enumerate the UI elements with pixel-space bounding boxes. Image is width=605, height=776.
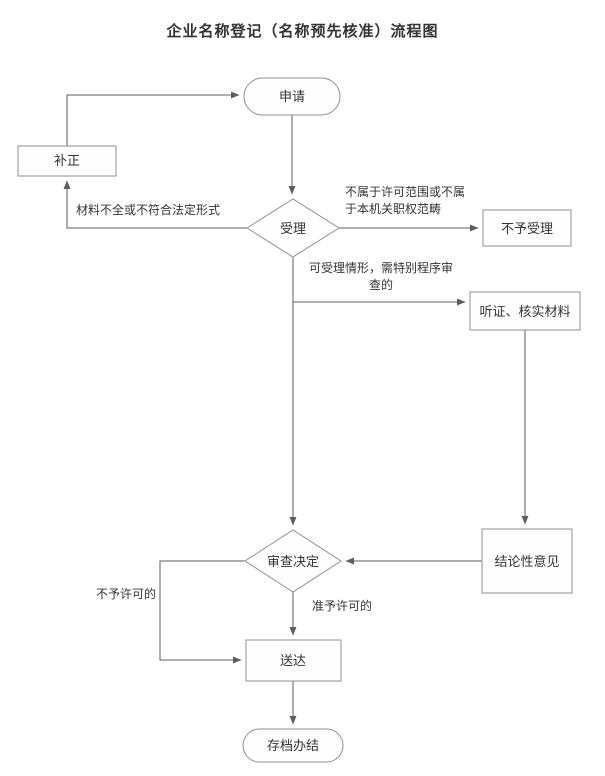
node-review-shape [244,529,342,593]
edge-acceptance-to-correction [63,180,247,229]
node-acceptance: 受理 [246,198,340,258]
edge-review-to-delivery-rejected [159,560,245,664]
label-not-permitted: 不予许可的 [96,586,156,601]
label-out-of-scope-line1: 不属于许可范围或不属 [345,185,465,199]
node-apply: 申请 [243,77,341,116]
node-hearing-shape [469,291,581,331]
node-archive-shape [242,728,344,763]
edge-labels-layer: 材料不全或不符合法定形式 不属于许可范围或不属 于本机关职权范畴 可受理情形，需… [76,185,465,613]
label-materials-incomplete: 材料不全或不符合法定形式 [76,202,220,217]
node-reject: 不予受理 [482,209,572,247]
node-acceptance-label: 受理 [280,222,306,237]
node-apply-shape [243,77,341,116]
node-archive: 存档办结 [242,728,344,763]
node-delivery: 送达 [245,639,342,682]
node-reject-shape [482,209,572,247]
nodes-layer: 申请 补正 受理 不予受理 听证、核实材料 审查决定 [17,77,581,763]
node-correction: 补正 [17,145,117,177]
node-conclusion: 结论性意见 [481,528,573,594]
label-special-review-line1: 可受理情形，需特别程序审 [309,260,453,275]
edges-layer [63,91,529,725]
node-review: 审查决定 [244,529,342,593]
label-special-review-line2: 查的 [369,277,393,292]
node-apply-label: 申请 [279,90,305,105]
node-hearing: 听证、核实材料 [469,291,581,331]
node-review-label: 审查决定 [267,555,319,570]
page-title: 企业名称登记（名称预先核准）流程图 [166,22,439,40]
node-delivery-shape [245,639,342,682]
node-conclusion-shape [481,528,573,594]
node-archive-label: 存档办结 [267,739,319,754]
node-acceptance-shape [246,198,340,258]
label-out-of-scope-line2: 于本机关职权范畴 [345,202,441,216]
edge-correction-to-apply [66,91,240,146]
node-conclusion-label: 结论性意见 [494,554,559,570]
label-permitted: 准予许可的 [312,598,372,613]
node-correction-shape [17,145,117,177]
node-reject-label: 不予受理 [501,222,553,237]
node-correction-label: 补正 [54,154,80,169]
node-delivery-label: 送达 [280,654,306,669]
node-hearing-label: 听证、核实材料 [479,305,570,320]
